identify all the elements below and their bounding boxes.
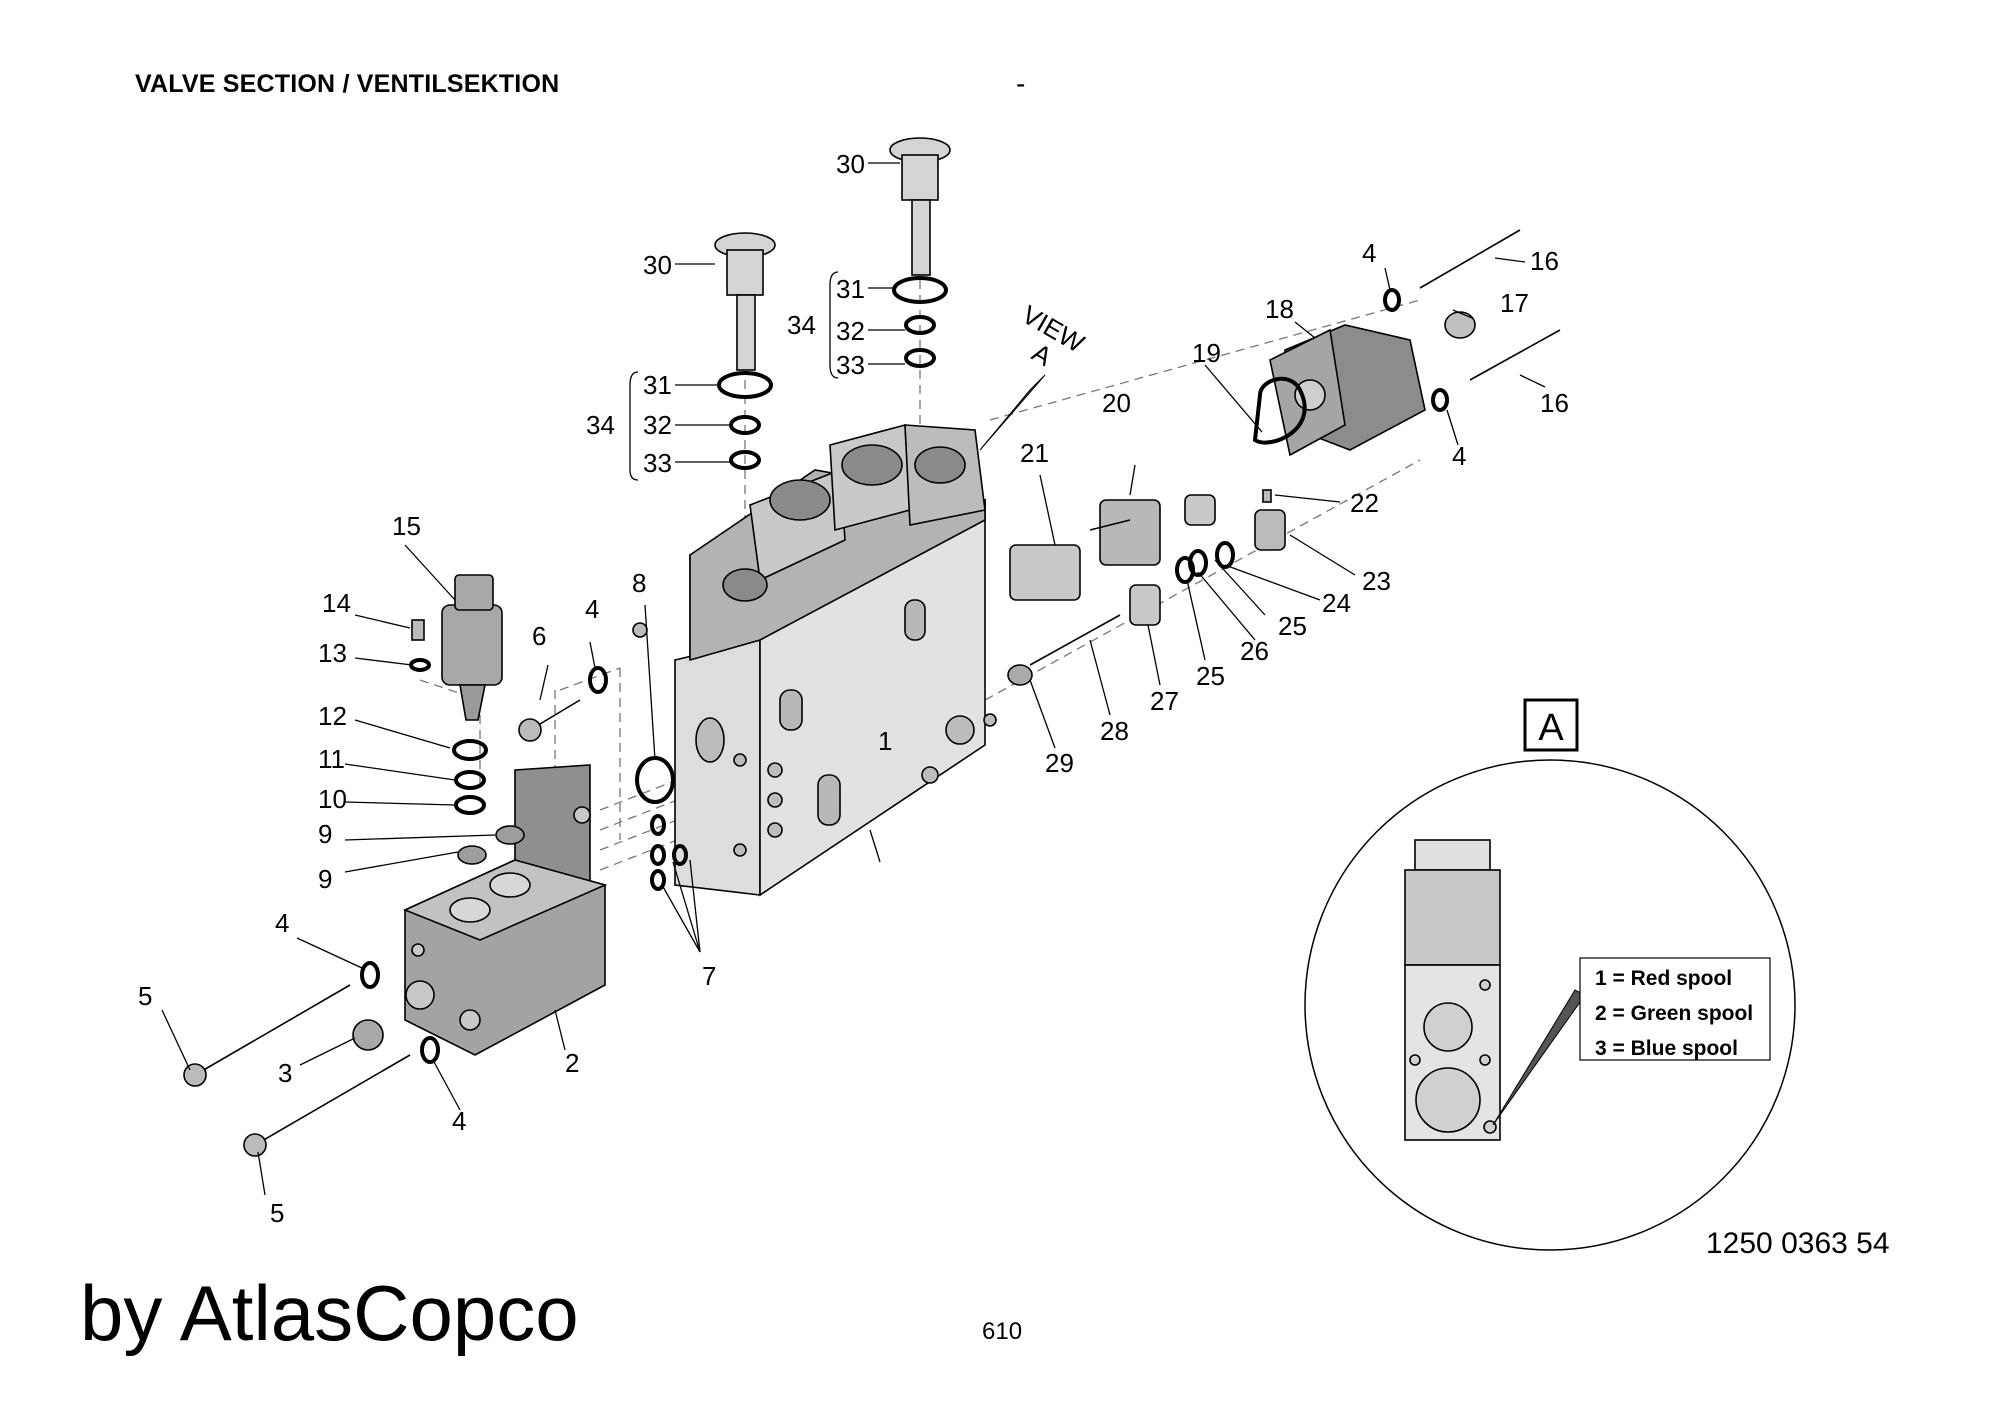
callout-26: 26: [1240, 636, 1269, 666]
callout-28: 28: [1100, 716, 1129, 746]
view-a-port-upper: [1423, 1002, 1473, 1052]
callout-25-bottom: 25: [1196, 661, 1225, 691]
page-dash: -: [1016, 68, 1026, 99]
callout-27: 27: [1150, 686, 1179, 716]
callout-24: 24: [1322, 588, 1351, 618]
callout-31-right: 31: [836, 274, 865, 304]
drawing-number: 1250 0363 54: [1706, 1227, 1890, 1260]
callout-31-left: 31: [643, 370, 672, 400]
legend-item-red: 1 = Red spool: [1595, 967, 1732, 990]
callout-20: 20: [1102, 388, 1131, 418]
spool-legend-box: [1579, 957, 1771, 1061]
callout-8: 8: [632, 568, 646, 598]
small-parts-9-14: [409, 619, 525, 865]
callout-34-right: 34: [787, 310, 816, 340]
view-a-box: [1523, 698, 1579, 752]
callout-13: 13: [318, 638, 347, 668]
callout-6: 6: [532, 621, 546, 651]
callout-labels: 1 2 3 4 4 4 4 4 5 5 6 7 8 9 9 10 11 12 1…: [138, 149, 1569, 1228]
solenoid-part-15: [441, 574, 503, 721]
brand-text: by AtlasCopco: [80, 1269, 579, 1357]
view-a-port-lower: [1415, 1067, 1481, 1133]
callout-2: 2: [565, 1048, 579, 1078]
callout-21: 21: [1020, 438, 1049, 468]
view-a-hole-3: [1479, 1054, 1491, 1066]
legend-item-blue: 3 = Blue spool: [1595, 1037, 1738, 1060]
detail-view-a: A 1 = Red spool 2 = Green spool 3 = Blue…: [1304, 698, 1796, 1251]
callout-17: 17: [1500, 288, 1529, 318]
callout-32-right: 32: [836, 316, 865, 346]
end-block-part-2: [402, 764, 608, 1056]
callout-18: 18: [1265, 294, 1294, 324]
leader-lines: [161, 162, 1546, 1196]
callout-5-bottom: 5: [270, 1198, 284, 1228]
callout-29: 29: [1045, 748, 1074, 778]
view-a-hole-1: [1479, 979, 1491, 991]
callout-33-right: 33: [836, 350, 865, 380]
callout-25-top: 25: [1278, 611, 1307, 641]
callout-10: 10: [318, 784, 347, 814]
callout-33-left: 33: [643, 448, 672, 478]
callout-11: 11: [318, 744, 345, 774]
view-a-upper-block: [1404, 869, 1501, 966]
callout-23: 23: [1362, 566, 1391, 596]
callout-30-left: 30: [643, 250, 672, 280]
callout-22: 22: [1350, 488, 1379, 518]
spool-parts-20-29: [1007, 489, 1286, 686]
page-title: VALVE SECTION / VENTILSEKTION: [135, 70, 560, 98]
callout-34-left: 34: [586, 410, 615, 440]
callout-15: 15: [392, 511, 421, 541]
valve-body-part-1: [632, 423, 997, 897]
callout-16-top: 16: [1530, 246, 1559, 276]
screws-and-washers: [183, 666, 608, 1157]
callout-19: 19: [1192, 338, 1221, 368]
view-a-box-label: A: [1538, 707, 1564, 749]
callout-4-left: 4: [275, 908, 289, 938]
callout-4-mid: 4: [585, 594, 599, 624]
cover-part-18: [1252, 229, 1561, 457]
page-number: 610: [982, 1318, 1023, 1345]
view-a-connector: [1414, 839, 1491, 871]
view-a-arrow: VIEW A: [979, 299, 1090, 451]
callout-3: 3: [278, 1058, 292, 1088]
callout-4-top-right: 4: [1362, 238, 1376, 268]
callout-7: 7: [702, 961, 716, 991]
callout-12: 12: [318, 701, 347, 731]
callout-9-top: 9: [318, 819, 332, 849]
callout-32-left: 32: [643, 410, 672, 440]
view-a-marker-hole: [1483, 1120, 1497, 1134]
callout-4-right: 4: [1452, 441, 1466, 471]
callout-16-bottom: 16: [1540, 388, 1569, 418]
callout-5-top: 5: [138, 981, 152, 1011]
plugs-30-33: [714, 137, 951, 470]
callout-14: 14: [322, 588, 351, 618]
callout-1: 1: [878, 726, 892, 756]
callout-30-right: 30: [836, 149, 865, 179]
callout-9-bottom: 9: [318, 864, 332, 894]
callout-4-bottom: 4: [452, 1106, 466, 1136]
view-letter: A: [1027, 337, 1058, 372]
view-a-hole-2: [1409, 1054, 1421, 1066]
legend-item-green: 2 = Green spool: [1595, 1002, 1753, 1025]
